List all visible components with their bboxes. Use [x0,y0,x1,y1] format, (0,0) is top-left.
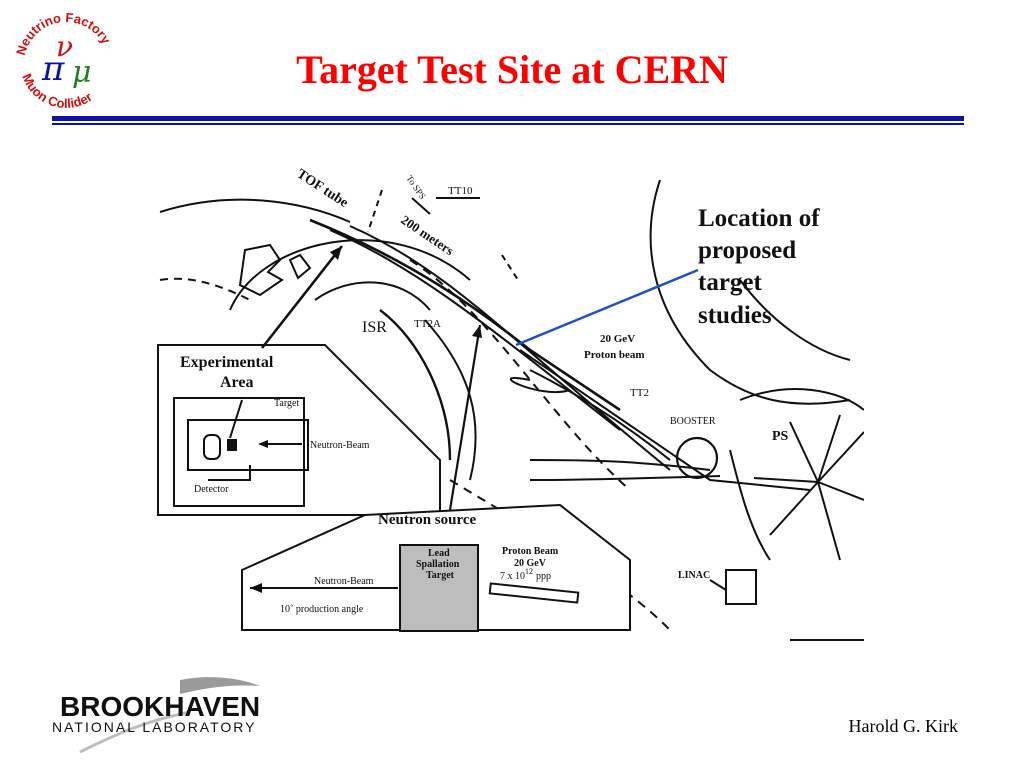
logo-mu-symbol: μ [72,55,92,90]
linac-label: LINAC [678,570,710,581]
experimental-area-title-1: Experimental [180,354,274,371]
beam-line-3 [349,225,671,471]
neutron-source-arrowhead [472,325,482,338]
callout-line-3: target [698,269,763,296]
tt2-label: TT2 [630,387,649,399]
booster-label: BOOSTER [670,416,716,427]
energy-label: 20 GeV [600,333,635,345]
proton-beam-label: Proton beam [584,349,645,361]
ps-label: PS [772,429,789,444]
linac-block [725,569,757,605]
isr-outer-arc [229,239,471,311]
ns-proton-beam-label: Proton Beam [502,546,559,557]
production-angle-label: 10˚ production angle [280,604,364,615]
neutron-source-pointer [448,324,482,511]
target-vessel [203,434,221,460]
target-label: Target [274,398,299,409]
lead-label-2: Spallation [416,559,460,570]
tt10-label: TT10 [448,185,473,197]
dimension-line-left [367,189,383,233]
transfer-line-low2 [529,475,721,481]
transfer-line-low [529,459,711,471]
experimental-area-title-2: Area [220,374,253,391]
exp-neutron-beam-label: Neutron-Beam [310,440,370,451]
ps-spoke [769,481,819,536]
boundary-dashed-line [159,277,251,301]
exp-area-arrowhead [330,246,342,260]
loop-structure [510,376,571,394]
slide-title: Target Test Site at CERN [296,47,728,92]
distance-label: 200 meters [398,212,456,258]
dimension-line-right [501,254,519,281]
callout-line-1: Location of [698,205,820,232]
tof-tube-label: TOF tube [294,167,351,211]
lead-label-3: Target [426,570,455,581]
detector-connector [208,465,251,481]
ps-ring-top [739,388,864,411]
ps-spoke [753,477,819,483]
experimental-area-box [157,344,441,516]
neutron-beam-tube [187,419,309,471]
neutrino-factory-logo: Neutrino Factory Muon Collider π ν μ [6,2,118,120]
to-sps-pointer [411,197,431,215]
linac-pointer [709,579,727,591]
logo-nu-symbol: ν [56,30,73,63]
isr-ring-arc [314,281,431,311]
experimental-hall-outline [173,397,305,507]
ns-neutron-beam-label: Neutron-Beam [314,576,374,587]
contour-line [649,179,851,405]
callout-line-4: studies [698,302,772,329]
bnl-name: BROOKHAVEN [60,691,260,722]
cern-map-svg: Location of proposed target studies TOF … [157,167,864,641]
author-name: Harold G. Kirk [848,716,958,736]
neutron-source-title: Neutron source [378,512,477,528]
contour-line-2 [739,279,851,361]
ps-ring-left [729,449,771,561]
building-outline [238,243,284,297]
detector-element [227,439,237,451]
isr-label: ISR [362,319,387,336]
lead-spallation-target [399,544,479,632]
building-small [288,253,312,280]
ps-spoke [817,431,864,483]
ps-spoke [817,414,841,483]
ps-spoke [817,481,864,501]
title-rule-thick [52,116,964,121]
isr-arc-right [379,309,452,461]
detector-label: Detector [194,484,229,495]
experimental-area-pointer [260,245,344,349]
bnl-subtitle: NATIONAL LABORATORY [52,719,257,735]
ps-spoke [789,421,819,483]
brookhaven-logo: BROOKHAVEN NATIONAL LABORATORY [40,672,280,756]
to-sps-label: To SPS [404,173,427,201]
ps-spoke [817,481,841,561]
isr-arc-far [424,319,477,481]
lead-label-1: Lead [428,548,450,559]
proton-beam-line [529,369,671,461]
callout-line-2: proposed [698,237,796,264]
callout-line [515,268,699,347]
cern-site-diagram: Location of proposed target studies TOF … [150,160,864,645]
tt2a-label: TT2A [414,318,441,330]
boundary-line [159,198,351,223]
bnl-swoosh-tail [79,710,191,754]
ns-energy-label: 20 GeV [514,558,547,569]
target-pointer [229,399,243,439]
neutron-beam-arrowhead [250,583,262,593]
booster-ring [675,436,719,480]
tt2-line [519,349,811,491]
bnl-swoosh-icon [180,677,260,694]
exp-neutron-arrowhead [258,440,268,448]
logo-pi-symbol: π [41,49,65,89]
title-rule-thin [52,123,964,125]
proton-beam-pipe [488,582,580,604]
